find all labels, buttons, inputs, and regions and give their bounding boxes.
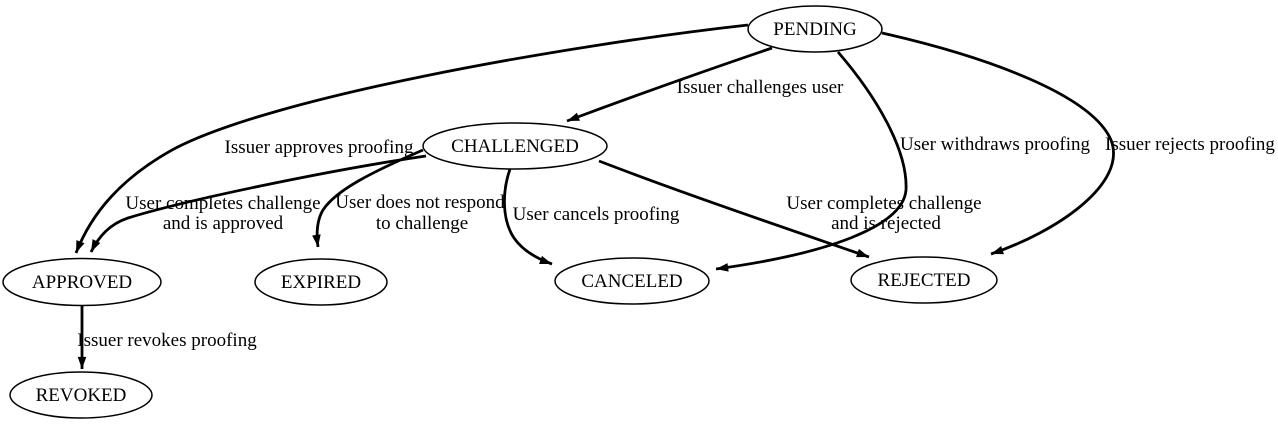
edge-label-challenged-rejected-line2: and is rejected [831,213,941,234]
node-approved-label: APPROVED [32,272,132,293]
node-expired: EXPIRED [254,258,388,306]
edge-label-approved-revoked: Issuer revokes proofing [77,330,257,351]
node-challenged-label: CHALLENGED [451,136,579,157]
edge-label-challenged-approved-line1: User completes challenge [125,193,320,214]
node-pending: PENDING [747,5,883,53]
edge-label-challenged-approved-line2: and is approved [163,213,284,234]
node-pending-shape [747,5,883,53]
edge-pending-approved [74,23,749,254]
node-rejected: REJECTED [850,256,998,304]
edge-label-pending-canceled: User withdraws proofing [900,134,1090,155]
edge-challenged-approved [89,154,427,253]
node-expired-label: EXPIRED [281,272,361,293]
edge-group: Issuer challenges user Issuer approves p… [74,23,1275,369]
node-revoked-label: REVOKED [36,385,127,406]
node-challenged-shape [422,122,608,170]
node-group: PENDING CHALLENGED APPROVED EXPIRED CANC… [2,5,998,419]
edge-label-challenged-expired-line2: to challenge [376,213,468,234]
node-canceled-shape [554,257,710,305]
node-revoked: REVOKED [9,371,153,419]
node-challenged: CHALLENGED [422,122,608,170]
edge-challenged-canceled [503,168,553,266]
node-expired-shape [254,258,388,306]
edge-pending-canceled [715,51,908,272]
edge-challenged-rejected [598,159,870,259]
edge-label-pending-approved: Issuer approves proofing [225,137,414,158]
node-approved-shape [2,257,162,307]
node-rejected-shape [850,256,998,304]
node-pending-label: PENDING [773,19,857,40]
edge-pending-rejected [881,31,1115,256]
edge-pending-challenged [566,46,773,123]
edge-label-pending-challenged: Issuer challenges user [677,77,844,98]
edge-label-challenged-rejected-line1: User completes challenge [786,193,981,214]
node-canceled-label: CANCELED [581,271,682,292]
edge-label-pending-rejected: Issuer rejects proofing [1105,134,1275,155]
node-rejected-label: REJECTED [878,270,971,291]
node-revoked-shape [9,371,153,419]
node-canceled: CANCELED [554,257,710,305]
edge-challenged-expired [312,148,424,248]
edge-label-challenged-canceled: User cancels proofing [513,204,680,225]
node-approved: APPROVED [2,257,162,307]
edge-label-challenged-expired-line1: User does not respond [335,192,505,213]
